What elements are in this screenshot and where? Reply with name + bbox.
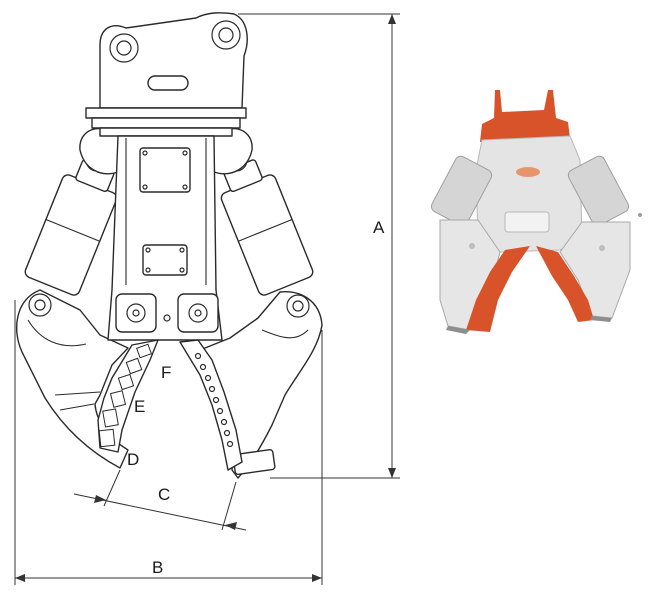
line-drawing <box>16 12 323 479</box>
label-e: E <box>134 397 145 416</box>
flange-mid <box>91 117 241 129</box>
photo-right-blade <box>536 246 594 322</box>
photo-body <box>475 135 583 253</box>
mounting-bracket <box>99 12 248 109</box>
flange-top <box>85 107 247 119</box>
dimension-lines <box>14 13 400 585</box>
photo-right-cylinder <box>567 155 630 227</box>
right-blade-holes <box>194 352 234 448</box>
body-plate-upper <box>139 147 191 193</box>
left-blade-teeth <box>98 343 152 448</box>
photo-left-blade <box>466 246 530 332</box>
central-body <box>107 135 223 341</box>
label-d: D <box>127 450 139 469</box>
product-photo <box>430 90 642 334</box>
photo-logo <box>516 167 540 177</box>
photo-left-cylinder <box>430 155 493 227</box>
body-plate-lower <box>142 244 188 276</box>
label-f: F <box>161 363 171 382</box>
label-b: B <box>152 558 163 577</box>
flange-bottom <box>99 127 233 137</box>
photo-top-bracket <box>480 90 570 142</box>
label-c: C <box>158 485 170 504</box>
right-blade <box>179 339 243 471</box>
bracket-slot <box>147 75 189 91</box>
right-cylinder <box>220 159 314 296</box>
label-a: A <box>373 218 385 237</box>
left-cylinder <box>24 159 118 296</box>
